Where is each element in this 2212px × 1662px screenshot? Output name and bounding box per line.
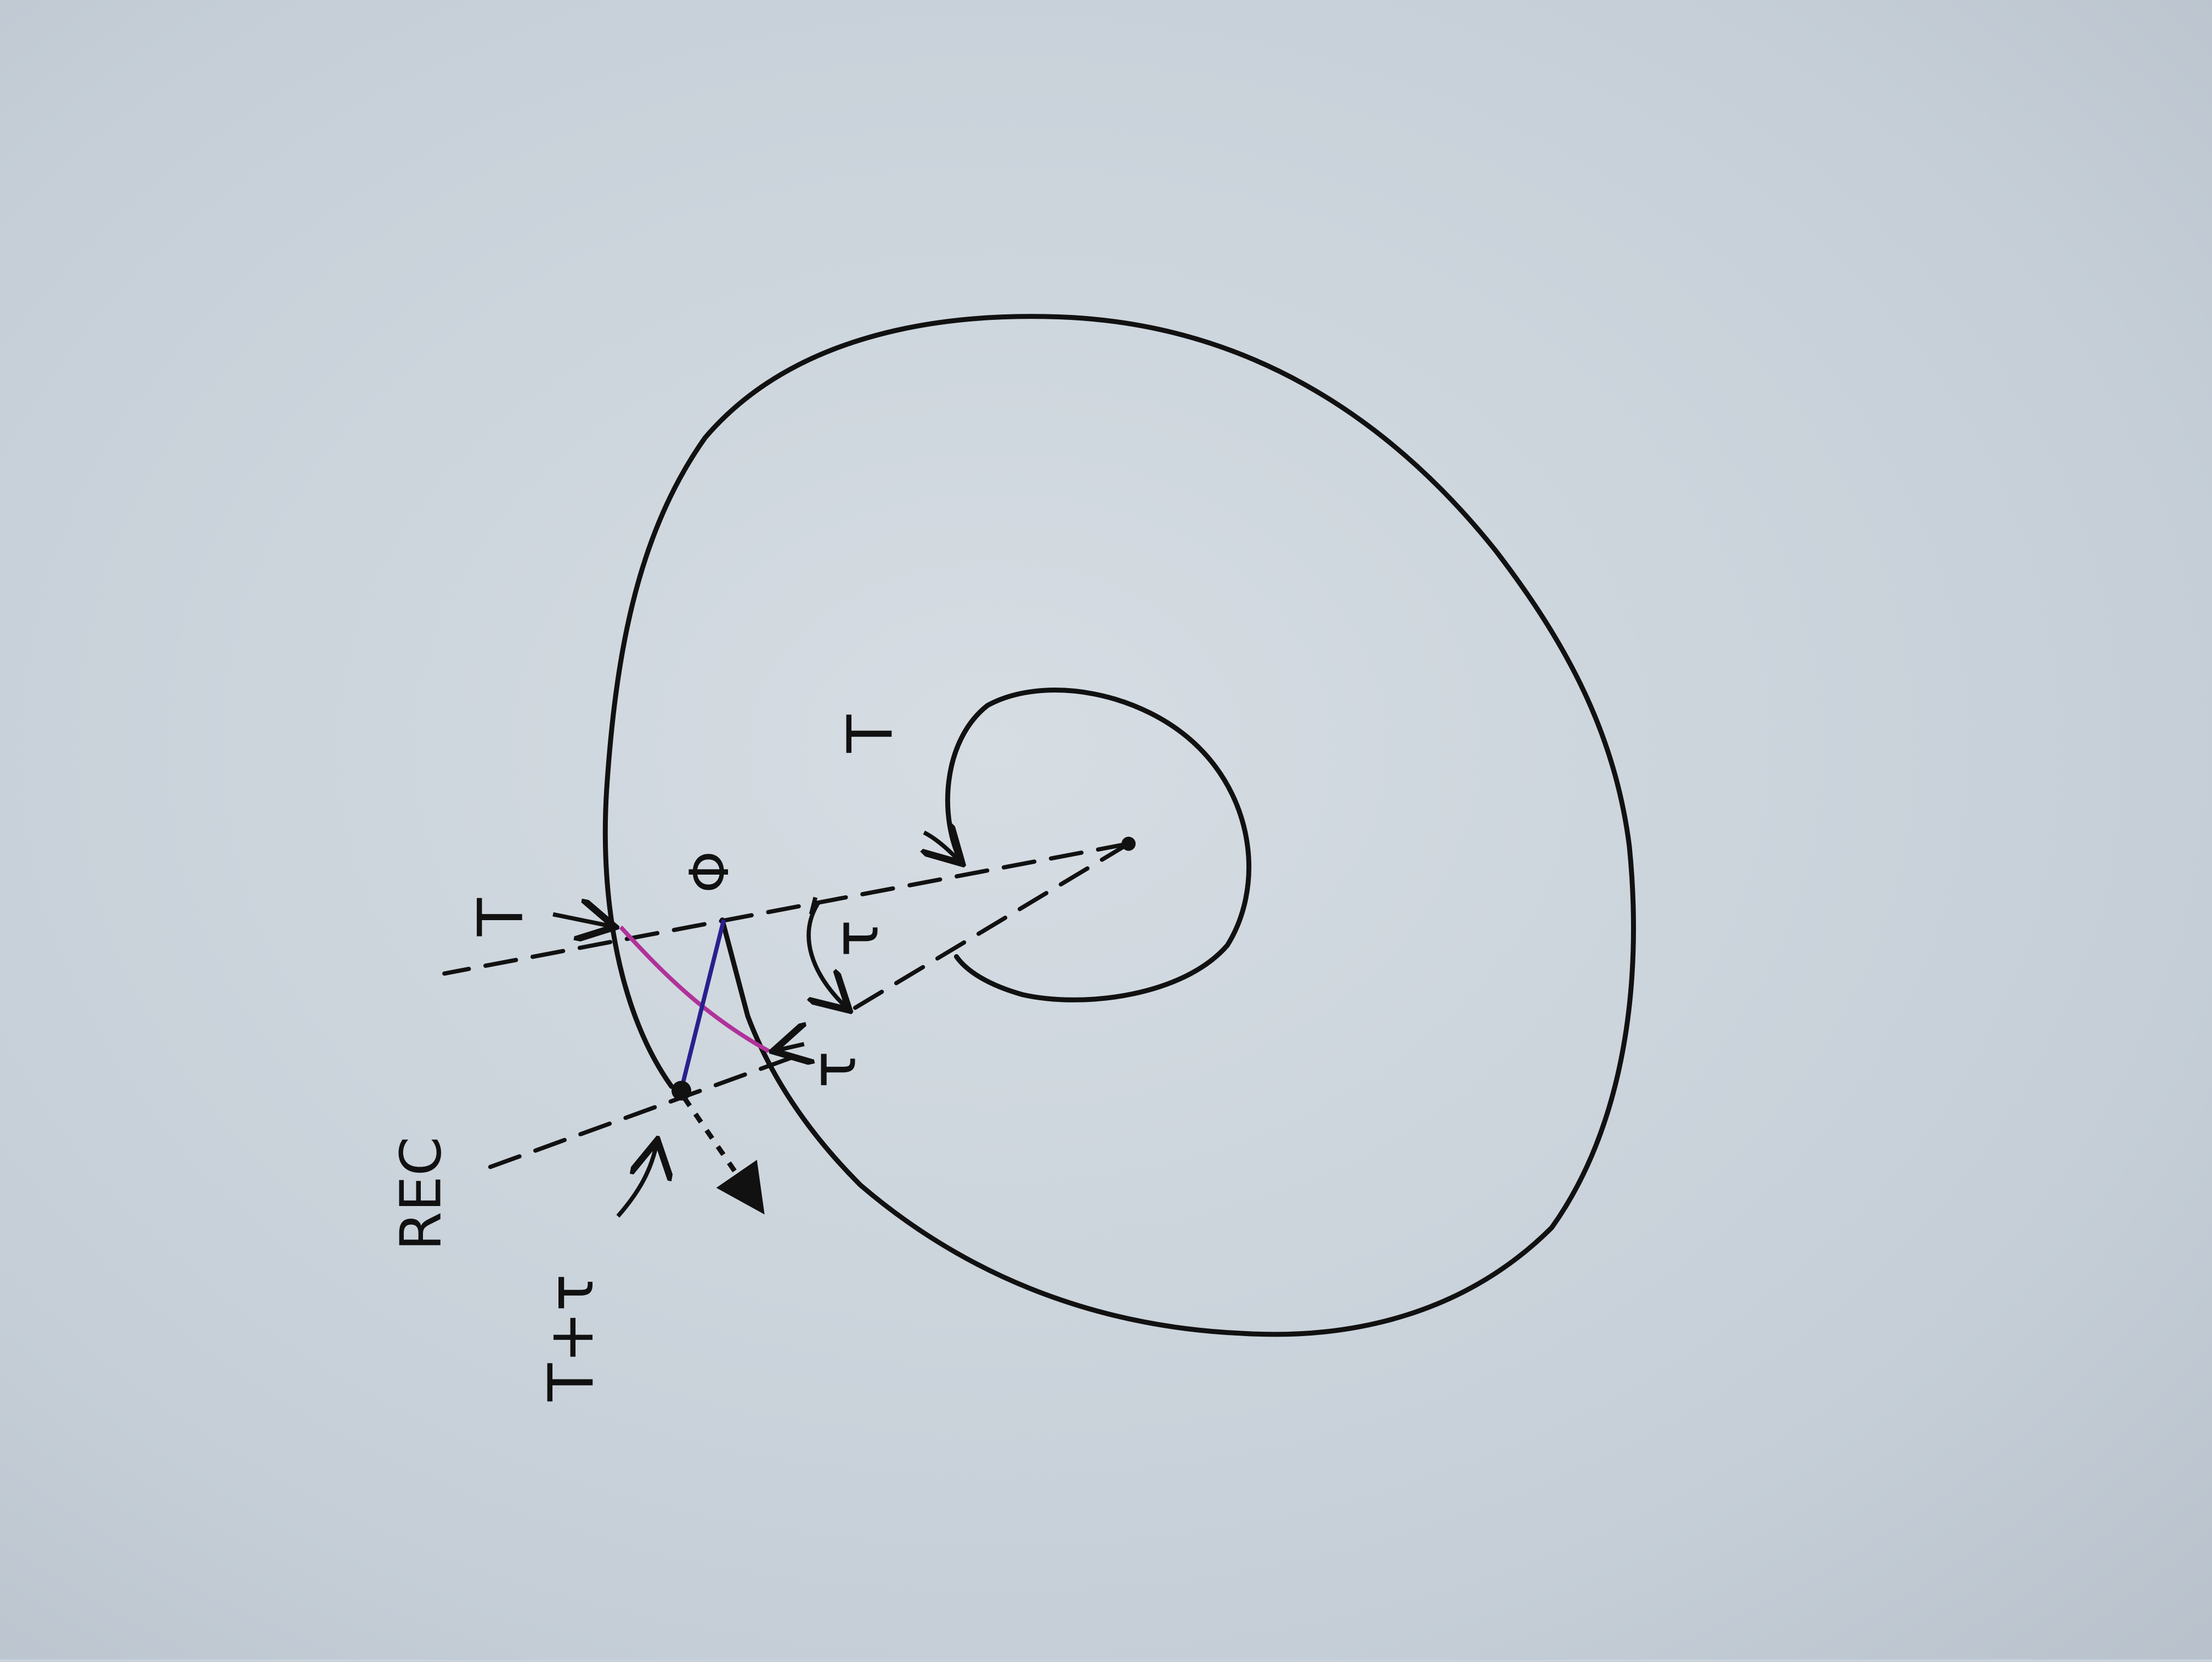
label-phi: Φ [679,851,741,893]
arrow-inner-T [924,832,962,864]
ray-lower [484,1056,792,1170]
outer-loop [602,314,1636,1337]
ray-middle [844,841,1131,1016]
tau-angle-arc [806,902,849,1010]
arrow-t-plus-tau [616,1140,657,1218]
dotted-arrow [682,1096,765,1215]
label-t-plus-tau: T+τ [535,1274,607,1402]
receiver-point [672,1080,691,1101]
label-rec: REC [388,1136,454,1250]
ray-upper [442,841,1131,976]
blue-line [679,919,726,1090]
label-T-inner: T [834,714,906,753]
arrow-to-tau-point [773,1044,804,1051]
label-tau-arrow: τ [797,1051,870,1088]
label-tau-angle: τ [820,920,892,957]
inner-loop [945,688,1251,1002]
center-point [1121,836,1136,851]
magenta-path [619,925,770,1053]
arrow-to-T [552,914,615,927]
label-T-outer: T [464,898,537,937]
tau-angle-arc-start [809,897,818,915]
